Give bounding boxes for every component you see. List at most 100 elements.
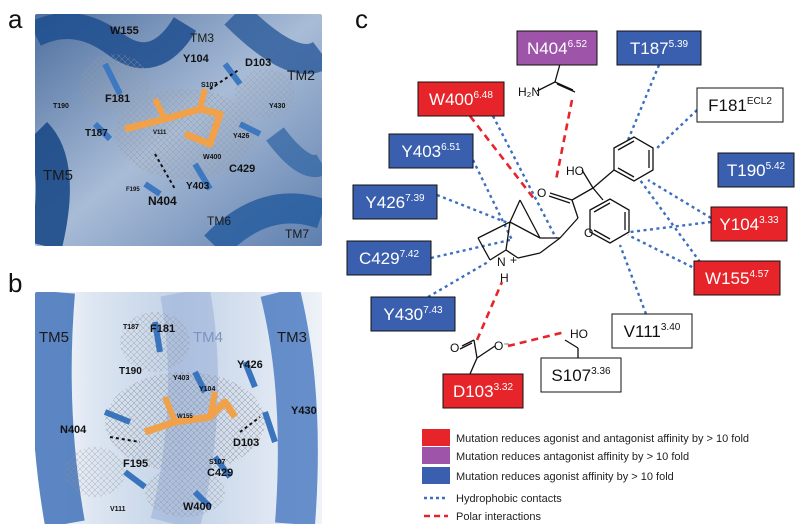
residue-label: T1905.42 [727, 161, 786, 180]
residue-name: C429 [359, 249, 400, 268]
residue-box-y426: Y4267.39 [352, 184, 438, 220]
struct-a-label-tm7: TM7 [285, 227, 309, 241]
residue-name: W155 [705, 269, 749, 288]
legend-label: Mutation reduces antagonist affinity by … [456, 451, 689, 463]
residue-box-f181: F181ECL2 [696, 87, 784, 123]
polar-interaction-d103 [475, 281, 504, 341]
struct-a-label-t190: T190 [53, 103, 69, 110]
struct-a-label-d103: D103 [245, 57, 271, 69]
struct-a-label-tm5: TM5 [43, 167, 73, 184]
panel-label-c: c [355, 4, 368, 34]
struct-a-label-c429: C429 [229, 163, 255, 175]
residue-box-fill [611, 313, 693, 349]
struct-b-label-t187: T187 [123, 324, 139, 331]
hydrophobic-contact-y104 [647, 178, 712, 220]
polar-interaction-s107 [507, 330, 566, 348]
struct-b-label-w400: W400 [183, 501, 212, 513]
residue-label: T1875.39 [630, 39, 689, 58]
struct-b-label-n404: N404 [60, 424, 87, 436]
panel-label-a: a [8, 4, 23, 34]
legend-swatch [422, 467, 450, 484]
chem-o-ester: O [584, 226, 593, 240]
chem-plus: + [510, 253, 517, 267]
residue-name: Y403 [401, 142, 441, 161]
struct-b-label-f195: F195 [123, 458, 148, 470]
residue-box-fill [710, 206, 788, 242]
residue-name: T187 [630, 39, 669, 58]
struct-b-label-w155: W155 [177, 414, 193, 420]
residue-ballesteros-number: 6.48 [473, 90, 493, 101]
hydrophobic-contact-w155 [627, 233, 699, 272]
struct-b-label-y403: Y403 [173, 375, 189, 382]
residue-box-w155: W1554.57 [693, 260, 781, 296]
struct-a-label-tm3: TM3 [190, 31, 214, 45]
chem-ho-serine: HO [570, 327, 588, 341]
residue-box-t187: T1875.39 [616, 30, 702, 66]
chem-n: N [497, 255, 506, 269]
residue-box-c429: C4297.42 [346, 240, 432, 276]
legend-label: Mutation reduces agonist affinity by > 1… [456, 471, 674, 483]
residue-label: Y4036.51 [401, 142, 461, 161]
residue-ballesteros-number: 4.57 [749, 269, 769, 280]
struct-a-label-y426: Y426 [233, 133, 249, 140]
legend-item-1: Mutation reduces antagonist affinity by … [422, 447, 689, 464]
struct-a-label-w400: W400 [203, 154, 221, 161]
residue-box-fill [696, 87, 784, 123]
struct-a-label-t187: T187 [85, 128, 108, 139]
hydrophobic-contact-t187 [626, 64, 661, 141]
struct-b-label-t190: T190 [119, 366, 142, 377]
legend-label: Hydrophobic contacts [456, 493, 562, 505]
struct-b-label-tm3: TM3 [277, 329, 307, 346]
hydrophobic-contact-y403 [471, 159, 514, 241]
residue-ballesteros-number: 7.39 [405, 193, 425, 204]
residue-name: S107 [551, 366, 591, 385]
legend-item-4: Polar interactions [424, 511, 541, 523]
legend-item-3: Hydrophobic contacts [424, 493, 562, 505]
struct-b-label-tm4: TM4 [193, 329, 223, 346]
residue-box-fill [516, 30, 598, 66]
residue-box-fill [442, 373, 524, 409]
struct-b-label-c429: C429 [207, 467, 233, 479]
legend-item-0: Mutation reduces agonist and antagonist … [422, 429, 749, 446]
chem-o-minus: O⁻ [494, 339, 510, 353]
residue-label: N4046.52 [527, 39, 588, 58]
residue-box-fill [370, 296, 456, 332]
struct-b-label-y430: Y430 [291, 405, 317, 417]
legend: Mutation reduces agonist and antagonist … [422, 429, 749, 523]
struct-a-label-y104: Y104 [183, 53, 210, 65]
struct-b-label-d103: D103 [233, 437, 259, 449]
residue-box-d103: D1033.32 [442, 373, 524, 409]
struct-b-label-y104: Y104 [199, 386, 215, 393]
hydrophobic-contact-v111 [618, 244, 648, 315]
struct-a-label-n404: N404 [148, 194, 177, 208]
residue-ballesteros-number: ECL2 [747, 96, 772, 107]
structure-image-a: W155 TM3 D103 TM2 Y104 S107 F181 T190 Y4… [35, 14, 322, 246]
residue-ballesteros-number: 5.39 [669, 39, 689, 50]
residue-name: N404 [527, 39, 568, 58]
residue-box-fill [693, 260, 781, 296]
legend-swatch [422, 447, 450, 464]
residue-box-fill [616, 30, 702, 66]
panel-label-b: b [8, 268, 23, 298]
residue-name: V111 [624, 322, 661, 341]
legend-label: Polar interactions [456, 511, 541, 523]
residue-box-y403: Y4036.51 [388, 133, 474, 169]
hydrophobic-contact-c429 [430, 238, 511, 260]
residue-label: S1073.36 [551, 366, 611, 385]
structure-image-b: T187 F181 TM5 TM4 TM3 Y426 T190 Y403 Y10… [35, 292, 322, 524]
residue-ballesteros-number: 3.33 [759, 215, 779, 226]
chem-h: H [500, 271, 509, 285]
residue-name: Y104 [719, 215, 759, 234]
struct-a-label-tm6: TM6 [207, 214, 231, 228]
struct-a-label-s107: S107 [201, 82, 217, 89]
residue-label: Y4307.43 [383, 305, 443, 324]
struct-b-label-y426: Y426 [237, 359, 263, 371]
residue-ballesteros-number: 3.32 [494, 382, 514, 393]
residue-label: V1113.40 [624, 322, 681, 341]
struct-a-label-y430: Y430 [269, 103, 285, 110]
residue-box-v111: V1113.40 [611, 313, 693, 349]
residue-ballesteros-number: 3.36 [591, 366, 611, 377]
struct-b-label-s107: S107 [209, 459, 225, 466]
residue-name: D103 [453, 382, 494, 401]
